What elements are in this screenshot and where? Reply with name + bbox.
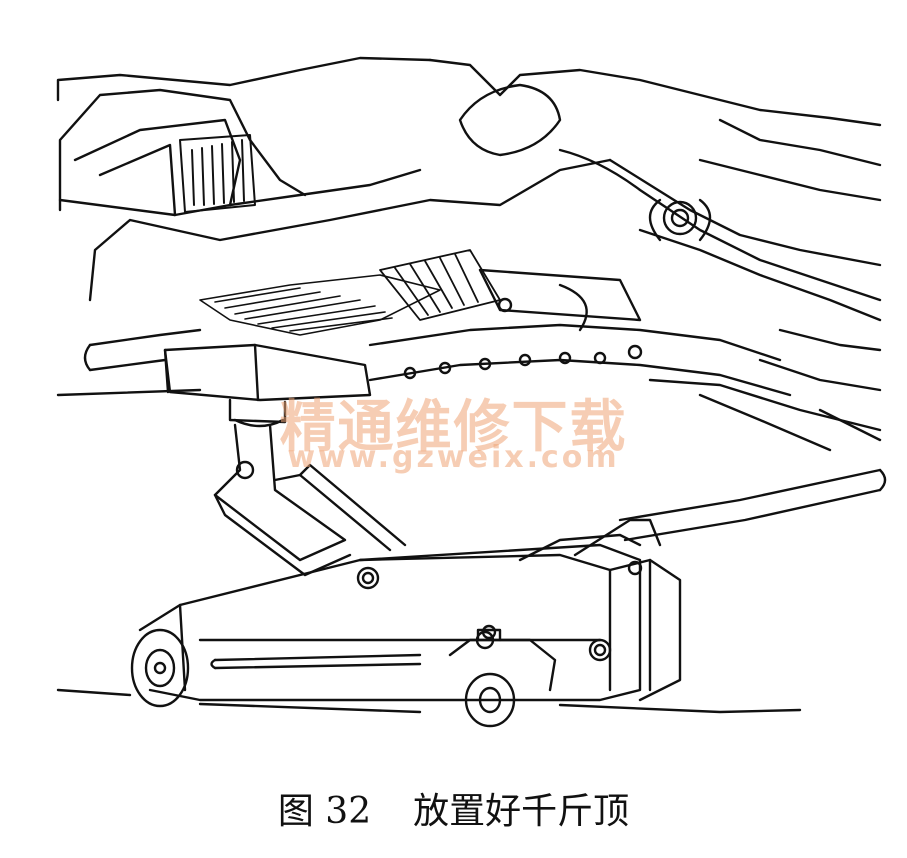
jack-saddle [163,343,372,428]
jack-illustration [56,56,887,728]
watermark-url: www.gzweix.com [287,440,620,475]
jack-body [138,533,682,702]
jack-caster-wheel [448,624,557,728]
jack-front-wheel [130,628,190,708]
figure-title: 放置好千斤顶 [413,791,630,832]
figure-number: 图 32 [277,791,372,832]
watermark-text: 精通维修下载 [279,395,628,460]
figure-caption: 图 32 放置好千斤顶 [0,782,907,834]
vehicle-underbody [56,56,882,452]
jack-handle [573,468,887,576]
ground-line [56,688,802,714]
jack-lift-arm [213,423,407,577]
